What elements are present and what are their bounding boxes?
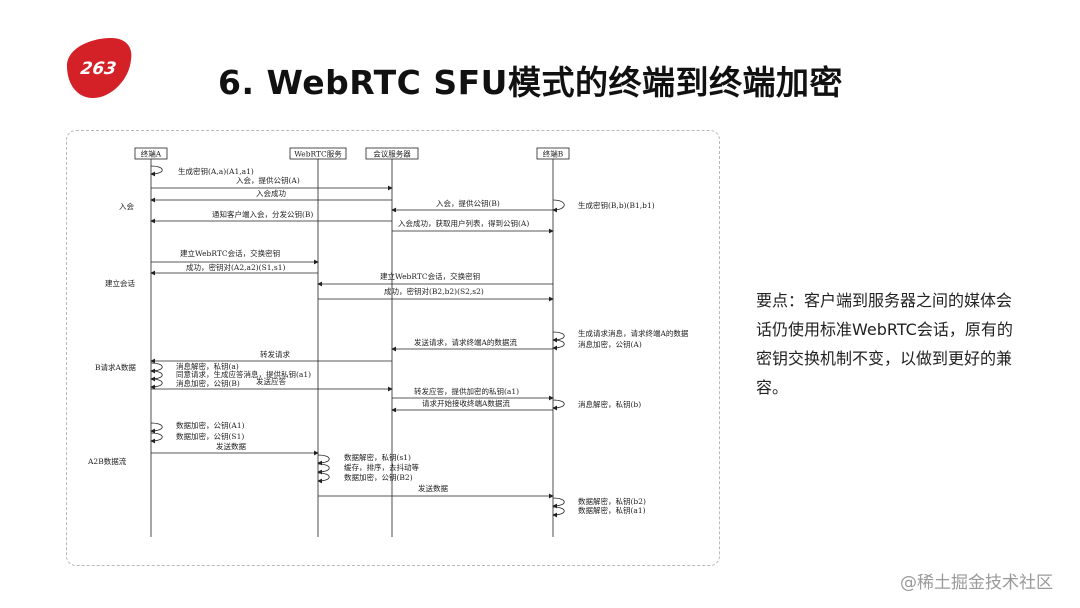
- participant-conference-server: 会议服务器: [365, 147, 419, 160]
- message-label: 生成密钥(B,b)(B1,b1): [578, 200, 655, 210]
- message-label: 消息解密，私钥(b): [578, 399, 641, 409]
- watermark: @稀土掘金技术社区: [900, 573, 1053, 593]
- message-label: 同意请求，生成应答消息，提供私钥(a1): [176, 369, 311, 379]
- message-label: 转发请求: [260, 349, 290, 359]
- participant-terminal-b: 终端B: [536, 147, 570, 160]
- message-label: 数据解密，私钥(s1): [344, 452, 411, 462]
- message-label: 数据加密，公钥(B2): [344, 472, 413, 482]
- message-label: 消息加密，公钥(B): [176, 378, 240, 388]
- phase-session: 建立会话: [105, 278, 135, 288]
- company-logo: 263: [63, 36, 135, 100]
- message-label: 发送请求，请求终端A的数据流: [414, 337, 517, 347]
- message-label: 终端A: [141, 149, 162, 159]
- message-label: 建立WebRTC会话，交换密钥: [380, 271, 480, 281]
- message-label: 数据加密，公钥(A1): [176, 420, 245, 430]
- message-label: 成功，密钥对(B2,b2)(S2,s2): [384, 286, 484, 296]
- message-label: 入会，提供公钥(B): [436, 198, 500, 208]
- message-label: 生成请求消息，请求终端A的数据: [578, 328, 689, 338]
- phase-key-request: B请求A数据: [95, 362, 136, 372]
- message-label: 入会成功，获取用户列表，得到公钥(A): [398, 218, 529, 228]
- message-label: WebRTC服务: [294, 149, 342, 159]
- logo-text: 263: [79, 59, 117, 79]
- message-label: 成功，密钥对(A2,a2)(S1,s1): [186, 262, 286, 272]
- message-label: 入会，提供公钥(A): [236, 175, 300, 185]
- participant-webrtc-server: WebRTC服务: [289, 147, 347, 160]
- message-label: 发送数据: [216, 441, 246, 451]
- message-label: 数据解密，私钥(a1): [578, 505, 646, 515]
- message-label: 请求开始接收终端A数据流: [422, 398, 510, 408]
- message-label: 缓存，排序，去抖动等: [344, 462, 419, 472]
- participant-terminal-a: 终端A: [134, 147, 168, 160]
- message-label: 入会成功: [256, 188, 286, 198]
- message-label: 发送应答: [256, 376, 286, 386]
- message-label: 会议服务器: [373, 149, 411, 159]
- page-title: 6. WebRTC SFU模式的终端到终端加密: [218, 63, 843, 102]
- message-label: 发送数据: [418, 483, 448, 493]
- phase-data: A2B数据流: [87, 456, 127, 466]
- message-label: 转发应答，提供加密的私钥(a1): [414, 386, 519, 396]
- key-point-note: 要点：客户端到服务器之间的媒体会话仍使用标准WebRTC会话，原有的密钥交换机制…: [756, 291, 1013, 397]
- message-label: 通知客户端入会，分发公钥(B): [212, 209, 313, 219]
- message-label: 生成密钥(A,a)(A1,a1): [178, 166, 254, 176]
- message-label: 建立WebRTC会话，交换密钥: [180, 248, 280, 258]
- sequence-diagram: 终端A WebRTC服务 会议服务器 终端B 入会 建立会话 B请求A数据 A2…: [87, 147, 689, 537]
- message-label: 数据加密，公钥(S1): [176, 431, 244, 441]
- message-label: 终端B: [543, 149, 564, 159]
- message-label: 消息解密，私钥(a): [176, 361, 239, 371]
- message-label: 消息加密，公钥(A): [578, 339, 642, 349]
- phase-join: 入会: [119, 201, 134, 211]
- message-label: 数据解密，私钥(b2): [578, 496, 646, 506]
